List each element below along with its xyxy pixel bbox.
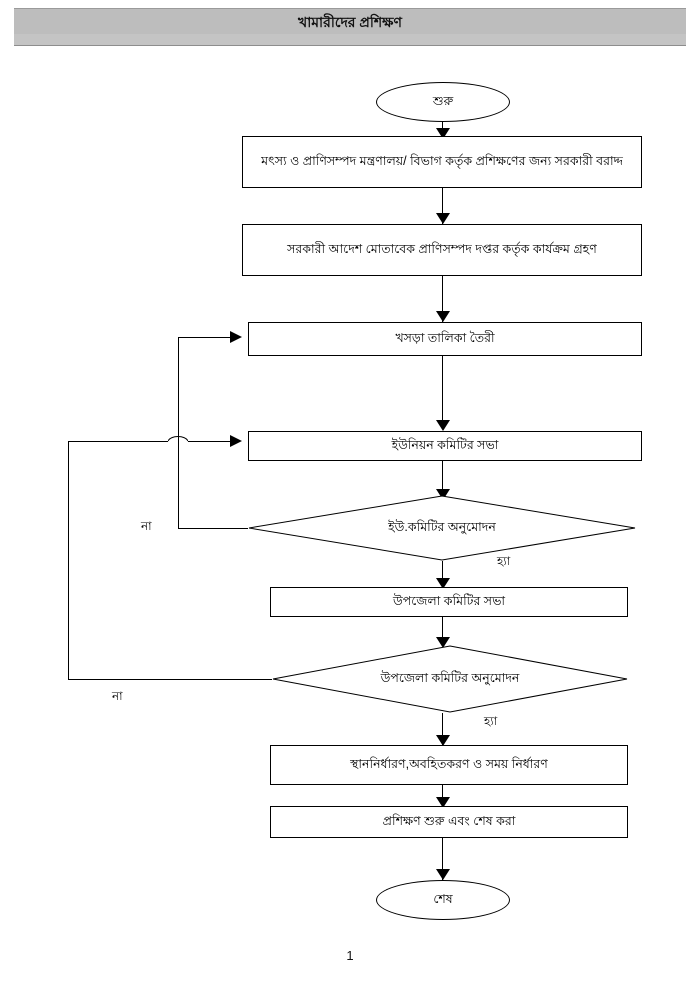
header-divider bbox=[14, 45, 686, 46]
flow-node-conduct-training[interactable]: প্রশিক্ষণ শুরু এবং শেষ করা bbox=[270, 806, 628, 838]
connector-dept-to-draft bbox=[442, 276, 443, 322]
flow-node-draft-list[interactable]: খসড়া তালিকা তৈরী bbox=[248, 322, 642, 356]
flow-node-dept-action[interactable]: সরকারী আদেশ মোতাবেক প্রাণিসম্পদ দপ্তর কর… bbox=[242, 224, 642, 276]
connector-upazila-no-return-b bbox=[188, 441, 230, 442]
flow-node-allocation[interactable]: মৎস্য ও প্রাণিসম্পদ মন্ত্রণালয়/ বিভাগ ক… bbox=[242, 136, 642, 188]
connector-venue-to-conduct bbox=[442, 785, 443, 807]
flow-node-union-meeting[interactable]: ইউনিয়ন কমিটির সভা bbox=[248, 431, 642, 461]
arrowhead-upazila-meet bbox=[436, 578, 450, 589]
flow-node-end[interactable]: শেষ bbox=[376, 880, 510, 920]
arrowhead-end bbox=[436, 869, 450, 880]
connector-union-to-decision bbox=[442, 461, 443, 495]
connector-upazila-no-horizontal bbox=[68, 679, 272, 680]
flow-node-venue-time-label: স্থাননির্ধারণ,অবহিতকরণ ও সময় নির্ধারণ bbox=[350, 757, 548, 772]
connector-union-yes bbox=[442, 561, 443, 587]
connector-upazila-to-decision bbox=[442, 617, 443, 645]
connector-draft-to-union bbox=[442, 356, 443, 420]
edge-label-upazila-no: না bbox=[112, 689, 123, 703]
flow-node-venue-time[interactable]: স্থাননির্ধারণ,অবহিতকরণ ও সময় নির্ধারণ bbox=[270, 745, 628, 785]
arrowhead-union-no-return bbox=[230, 331, 242, 343]
connector-conduct-to-end bbox=[442, 838, 443, 880]
arrowhead-dept-action bbox=[436, 213, 450, 224]
flow-node-union-approval[interactable]: ইউ.কমিটির অনুমোদন bbox=[248, 495, 636, 561]
flow-node-upazila-meeting-label: উপজেলা কমিটির সভা bbox=[392, 594, 506, 609]
page-number: 1 bbox=[346, 948, 354, 963]
flow-node-end-label: শেষ bbox=[433, 892, 453, 907]
connector-union-no-horizontal bbox=[178, 528, 248, 529]
flow-node-start-label: শুরু bbox=[432, 94, 454, 109]
connector-allocation-to-dept bbox=[442, 188, 443, 224]
connector-upazila-yes bbox=[442, 713, 443, 745]
connector-upazila-no-vertical bbox=[68, 441, 69, 679]
flow-node-union-meeting-label: ইউনিয়ন কমিটির সভা bbox=[391, 438, 499, 453]
line-hop-bridge bbox=[168, 436, 188, 442]
arrowhead-allocation bbox=[436, 128, 450, 139]
flow-node-upazila-approval[interactable]: উপজেলা কমিটির অনুমোদন bbox=[272, 645, 628, 713]
flow-node-draft-list-label: খসড়া তালিকা তৈরী bbox=[395, 331, 495, 346]
connector-union-no-return bbox=[178, 337, 230, 338]
arrowhead-conduct bbox=[436, 797, 450, 808]
flow-node-allocation-label: মৎস্য ও প্রাণিসম্পদ মন্ত্রণালয়/ বিভাগ ক… bbox=[261, 154, 623, 169]
flow-node-union-approval-label: ইউ.কমিটির অনুমোদন bbox=[388, 520, 496, 535]
edge-label-union-yes: হ্যা bbox=[497, 554, 511, 568]
arrowhead-union-decision bbox=[436, 489, 450, 500]
flow-node-upazila-meeting[interactable]: উপজেলা কমিটির সভা bbox=[270, 587, 628, 617]
edge-label-union-no: না bbox=[141, 519, 152, 533]
flow-node-dept-action-label: সরকারী আদেশ মোতাবেক প্রাণিসম্পদ দপ্তর কর… bbox=[287, 242, 597, 257]
arrowhead-union-meet bbox=[436, 420, 450, 431]
flow-node-upazila-approval-label: উপজেলা কমিটির অনুমোদন bbox=[380, 671, 520, 686]
connector-union-no-vertical bbox=[178, 337, 179, 528]
flow-node-start[interactable]: শুরু bbox=[376, 82, 510, 122]
edge-label-upazila-yes: হ্যা bbox=[484, 714, 498, 728]
page-title: খামারীদের প্রশিক্ষণ bbox=[298, 14, 402, 30]
connector-upazila-no-return-a bbox=[68, 441, 168, 442]
arrowhead-upazila-decision bbox=[436, 637, 450, 648]
arrowhead-draft-list bbox=[436, 311, 450, 322]
arrowhead-venue-time bbox=[436, 735, 450, 746]
arrowhead-upazila-no-return bbox=[230, 435, 242, 447]
header-band-lower bbox=[14, 34, 686, 45]
header-band: খামারীদের প্রশিক্ষণ bbox=[14, 8, 686, 34]
flow-node-conduct-training-label: প্রশিক্ষণ শুরু এবং শেষ করা bbox=[382, 814, 516, 829]
